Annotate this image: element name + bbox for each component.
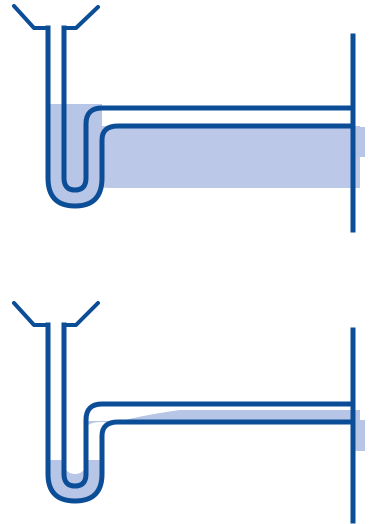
trap-panel-siphoned	[12, 301, 365, 524]
u-trap-pipe	[45, 25, 356, 209]
funnel-icon	[12, 301, 100, 327]
u-trap-water	[48, 104, 365, 206]
trap-panel-full	[12, 4, 365, 233]
u-trap-pipe	[45, 322, 356, 504]
funnel-icon	[12, 4, 100, 30]
